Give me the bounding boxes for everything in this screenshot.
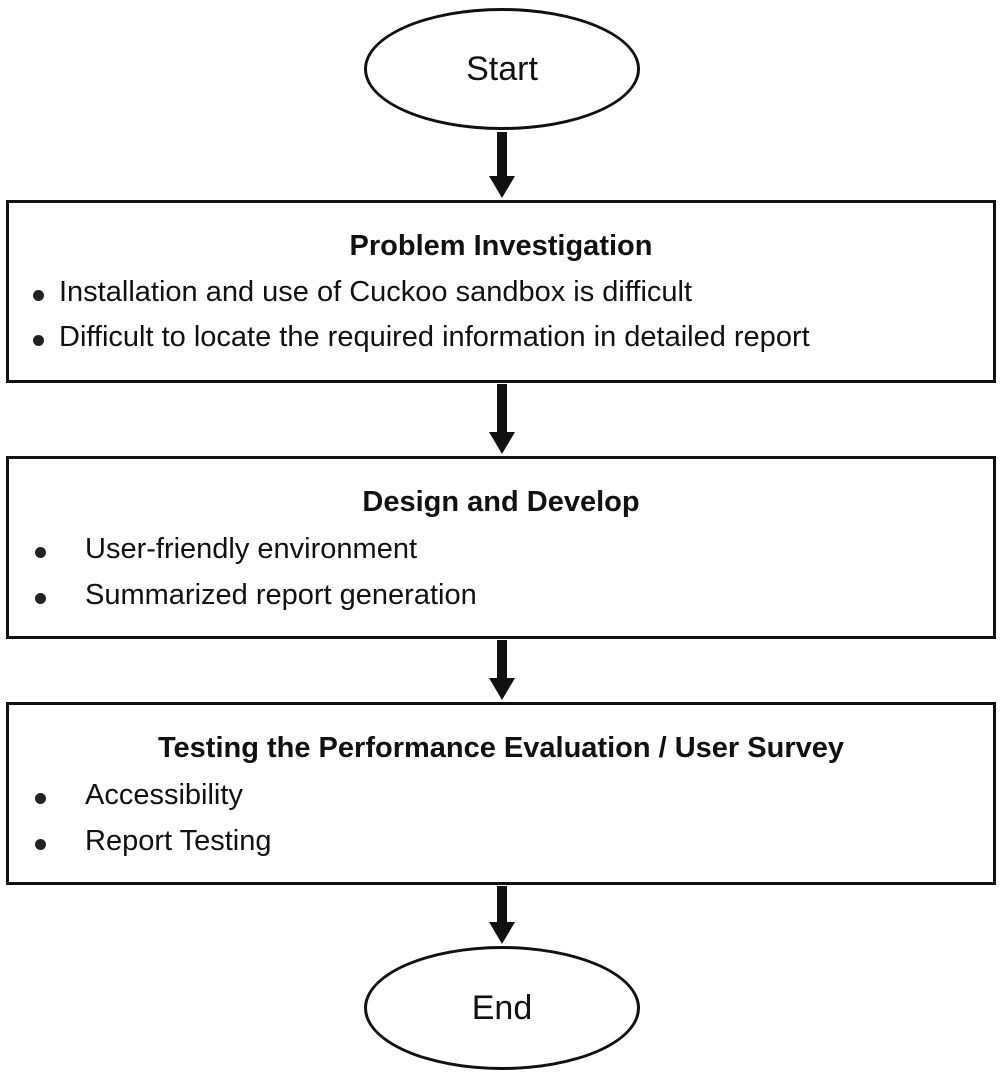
start-label: Start [466,49,538,88]
bullet-icon [35,547,46,558]
design-title: Design and Develop [362,486,640,518]
end-terminal: End [364,946,640,1070]
process-box-design-and-develop: Design and Develop User-friendly environ… [6,456,996,639]
bullet-text: Report Testing [85,825,272,857]
process-box-testing-evaluation: Testing the Performance Evaluation / Use… [6,702,996,885]
bullet-text: Installation and use of Cuckoo sandbox i… [59,276,693,308]
bullet-icon [35,593,46,604]
end-label: End [471,988,533,1027]
bullet-icon [33,335,44,346]
bullet-icon [33,290,44,301]
problem-title: Problem Investigation [349,230,653,262]
bullet-text: Summarized report generation [85,579,477,611]
start-terminal: Start [364,8,640,130]
arrow-testing-to-end [489,886,515,944]
bullet-text: Accessibility [85,779,243,811]
bullet-text: User-friendly environment [85,533,418,565]
arrow-problem-to-design [489,384,515,454]
bullet-icon [35,839,46,850]
arrow-start-to-problem [489,132,515,198]
process-box-problem-investigation: Problem Investigation Installation and u… [6,200,996,383]
testing-title: Testing the Performance Evaluation / Use… [157,732,845,764]
arrow-design-to-testing [489,640,515,700]
bullet-text: Difficult to locate the required informa… [59,321,810,353]
bullet-icon [35,793,46,804]
